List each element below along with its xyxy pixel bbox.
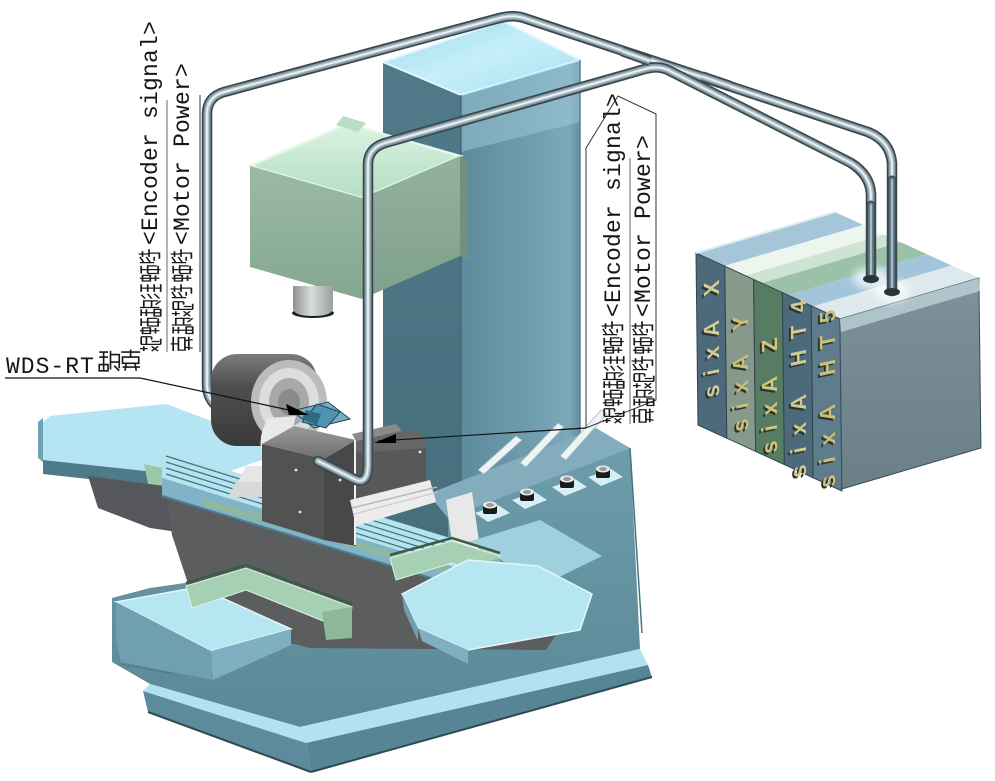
svg-text:<Encoder signal>: <Encoder signal> — [601, 93, 627, 317]
svg-text:WDS-RT: WDS-RT — [6, 354, 95, 380]
svg-text:sixA X: sixA X — [699, 269, 724, 401]
svg-text:sixA X: sixA X — [697, 271, 722, 403]
svg-text:sixA Y: sixA Y — [728, 303, 753, 434]
svg-text:sixA HT5: sixA HT5 — [815, 296, 840, 491]
svg-text:<Motor Power>: <Motor Power> — [170, 63, 196, 245]
svg-text:sixA Y: sixA Y — [726, 305, 751, 436]
svg-text:sixA Z: sixA Z — [755, 328, 780, 458]
svg-text:sixA HT4: sixA HT4 — [784, 288, 809, 483]
svg-text:sixA Z: sixA Z — [757, 326, 782, 456]
svg-text:sixA HT5: sixA HT5 — [813, 298, 838, 493]
svg-text:<Motor Power>: <Motor Power> — [631, 135, 657, 317]
svg-text:sixA HT4: sixA HT4 — [786, 286, 811, 481]
svg-text:<Encoder signal>: <Encoder signal> — [138, 21, 164, 245]
